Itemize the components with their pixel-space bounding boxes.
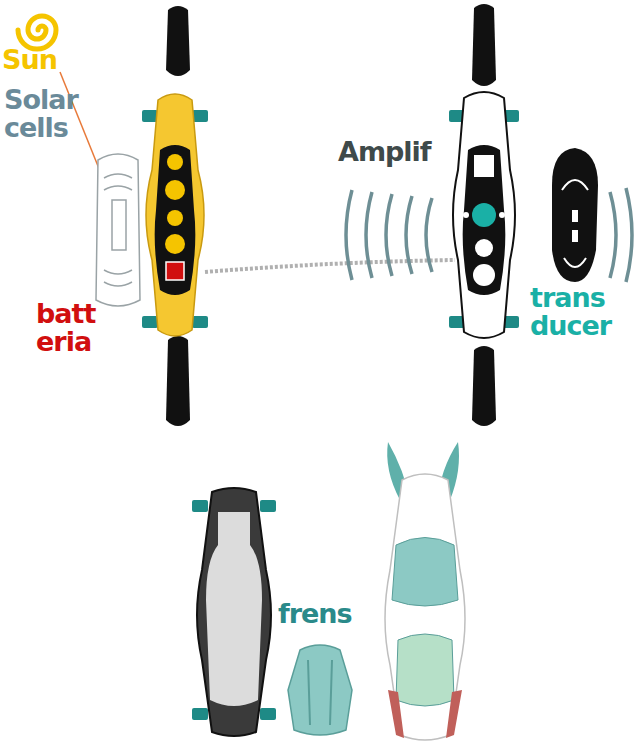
solar-board <box>146 94 204 336</box>
transducer-shape <box>552 148 598 282</box>
speaker-board <box>453 92 515 338</box>
wheel-bottom-right <box>472 346 496 426</box>
wheel-top-left <box>166 6 190 76</box>
battery-label: batt eria <box>36 300 136 355</box>
brake-pad <box>288 645 352 735</box>
wheel-top-right <box>472 4 496 86</box>
brakes-label: frens <box>278 600 378 628</box>
sun-label: Sun <box>2 46 92 74</box>
sun-icon <box>18 16 56 49</box>
cable <box>205 260 455 272</box>
solar-panel <box>96 154 140 306</box>
wheel-bottom-left <box>166 336 190 426</box>
brake-board <box>197 488 271 736</box>
solar-label: Solar cells <box>4 86 100 141</box>
brake-frame <box>385 474 465 740</box>
amplifier-label: Amplif <box>338 138 450 166</box>
transducer-label: trans ducer <box>530 284 632 339</box>
